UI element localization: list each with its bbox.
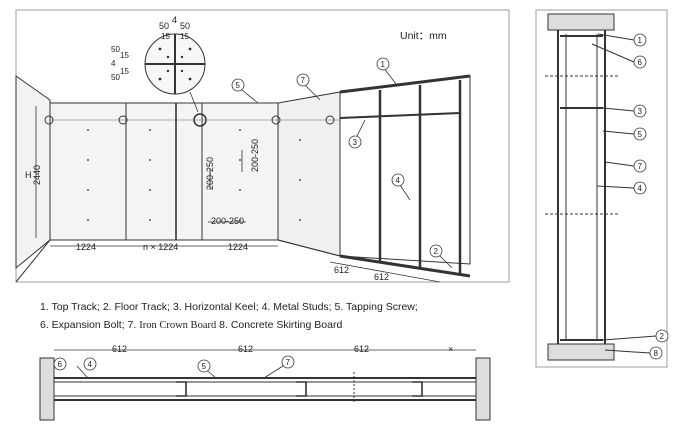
stud-spacing-dim (329, 261, 441, 283)
plan-wall-left (39, 357, 55, 421)
callout-7-text: 7 (286, 358, 291, 367)
dim-plan-spacing: 612 (112, 344, 127, 354)
back-wall-boards (49, 102, 279, 241)
callout-3-text: 3 (353, 138, 358, 147)
skirting-base (547, 343, 615, 361)
callout-4-text: 4 (88, 360, 93, 369)
legend-line-1: 1. Top Track; 2. Floor Track; 3. Horizon… (40, 301, 418, 313)
right-wall-boards (277, 91, 341, 257)
screw-dots (87, 129, 301, 221)
plan-view (39, 349, 491, 421)
callout-7-text: 7 (301, 76, 306, 85)
callout-3 (348, 135, 362, 149)
callout-5 (231, 78, 245, 92)
callout-2 (429, 244, 443, 258)
dim-plan-spacing: 612 (238, 344, 253, 354)
dim-bolt-edge: 15 (161, 32, 170, 41)
callout-6 (633, 55, 647, 69)
dim-bolt-edge: 15 (120, 67, 129, 76)
callout-5-text: 5 (236, 81, 241, 90)
callouts-main (231, 57, 453, 269)
callout-5 (197, 359, 211, 373)
callouts-section (633, 33, 669, 360)
dim-plan-repeat: × (448, 344, 453, 354)
plan-wall-right (475, 357, 491, 421)
floor-edge (277, 239, 341, 257)
callout-4-text: 4 (396, 176, 401, 185)
room-perspective-view (15, 9, 510, 283)
callout-6-text: 6 (58, 360, 63, 369)
callout-5-text: 5 (202, 362, 207, 371)
callout-1-text: 1 (381, 60, 386, 69)
dim-bolt-pitch: 50 (180, 21, 190, 31)
dim-board-width-multi: n × 1224 (143, 242, 178, 252)
callout-4 (633, 181, 647, 195)
dim-board-width: 1224 (228, 242, 248, 252)
callout-1 (376, 57, 390, 71)
dim-stud-spacing: 612 (334, 265, 349, 275)
unit-label: Unit：mm (400, 30, 447, 42)
dim-board-width: 1224 (76, 242, 96, 252)
callout-1 (633, 33, 647, 47)
callout-2-text: 2 (660, 332, 665, 341)
dim-bolt-dia: 4 (111, 59, 116, 68)
dim-bolt-dia: 4 (172, 15, 177, 25)
callout-6-text: 6 (638, 58, 643, 67)
callout-4 (391, 173, 405, 187)
callout-2 (655, 329, 669, 343)
dim-plan-spacing: 612 (354, 344, 369, 354)
callout-7 (281, 355, 295, 369)
callout-3 (633, 104, 647, 118)
top-track (339, 74, 471, 94)
dim-stud-spacing: 612 (374, 272, 389, 282)
detail-leader (189, 91, 199, 113)
legend-line-2: 6. Expansion Bolt; 7. Iron Crown Board 8… (40, 319, 342, 331)
dim-bolt-edge: 15 (180, 32, 189, 41)
legend-iron-crown-board: Iron Crown Board (139, 320, 217, 331)
section-view (535, 9, 668, 368)
callout-5 (633, 127, 647, 141)
callout-3-text: 3 (638, 107, 643, 116)
legend-line-2-part-c: 8. Concrete Skirting Board (216, 319, 343, 331)
ceiling-slab (547, 13, 615, 31)
callout-1-text: 1 (638, 36, 643, 45)
screw-spacing-marks (208, 150, 246, 223)
dim-screw-spacing: 200-250 (205, 157, 215, 190)
dim-screw-spacing: 200-250 (250, 139, 260, 172)
callout-7 (296, 73, 310, 87)
callout-5-text: 5 (638, 130, 643, 139)
callout-6 (53, 357, 67, 371)
plan-studs (176, 381, 423, 397)
callout-8-text: 8 (654, 349, 659, 358)
callout-4 (83, 357, 97, 371)
dim-bolt-pitch: 50 (159, 21, 169, 31)
bolt-detail-dims: 4 50 50 15 15 15 15 50 50 4 (111, 15, 190, 82)
callouts-plan (53, 355, 295, 373)
legend-line-2-part-a: 6. Expansion Bolt; 7. (40, 319, 140, 331)
stud-frame-outline (339, 75, 471, 265)
dim-bolt-pitch: 50 (111, 73, 120, 82)
callout-8 (649, 346, 663, 360)
horizontal-keel (339, 112, 461, 119)
bolt-detail (144, 33, 206, 113)
callout-7 (633, 159, 647, 173)
dim-screw-spacing: 200-250 (211, 216, 244, 226)
section-frame (535, 9, 668, 368)
dim-wall-height: 2440 (32, 165, 42, 185)
floor-edge (15, 239, 51, 283)
callout-7-text: 7 (638, 162, 643, 171)
callout-2-text: 2 (434, 247, 439, 256)
floor-track (339, 254, 471, 278)
dim-bolt-pitch: 50 (111, 45, 120, 54)
dim-bolt-edge: 15 (120, 51, 129, 60)
callout-4-text: 4 (638, 184, 643, 193)
dim-height-symbol: H (25, 170, 32, 180)
